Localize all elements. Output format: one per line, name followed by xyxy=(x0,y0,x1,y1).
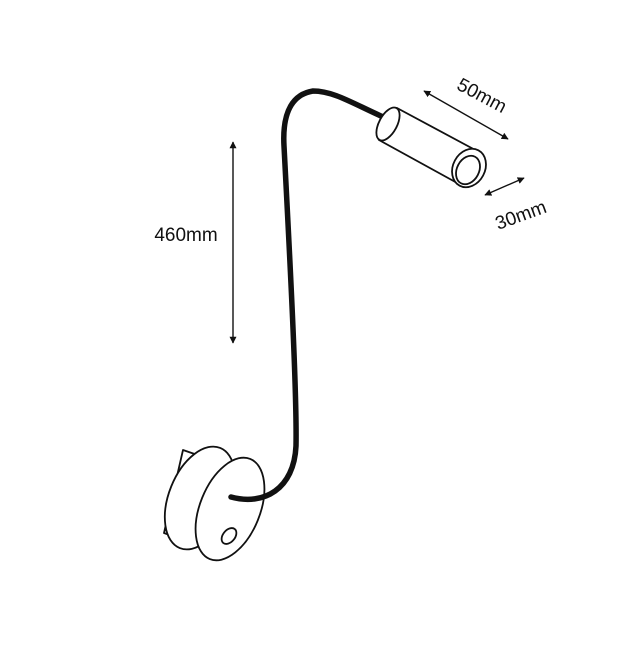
wall-base xyxy=(163,445,266,562)
lamp-head-opening-inner xyxy=(455,154,481,186)
height-dimension-label: 460mm xyxy=(154,225,217,246)
flexible-arm xyxy=(228,88,393,503)
switch-button xyxy=(220,527,238,545)
lamp-head xyxy=(375,106,487,189)
length-dimension-label: 50mm xyxy=(453,74,509,117)
diameter-dimension-arrow xyxy=(484,177,525,196)
height-dimension: 460mm xyxy=(154,141,237,344)
diameter-dimension-label: 30mm xyxy=(493,197,550,235)
diameter-dimension: 30mm xyxy=(484,177,550,235)
wall-base-front-face xyxy=(194,456,266,562)
length-dimension-arrow xyxy=(423,90,509,140)
lamp-head-rear-cap xyxy=(375,106,401,142)
